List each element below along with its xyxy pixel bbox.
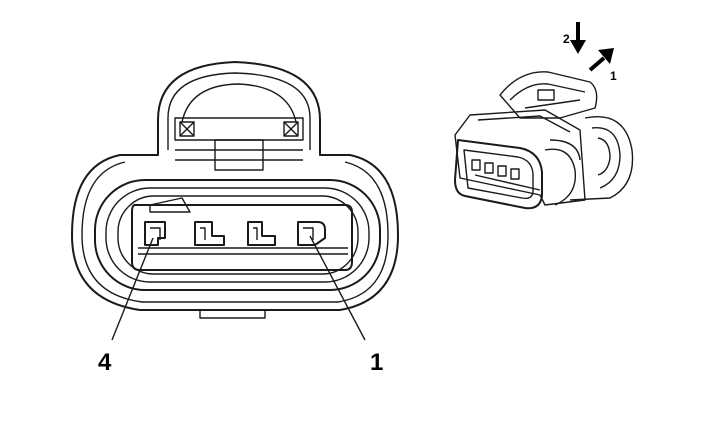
latch-inner-arch (181, 83, 297, 123)
callout-label-1: 1 (370, 349, 383, 376)
seal-ring-middle (105, 187, 370, 283)
latch-tab-left (179, 121, 195, 137)
seal-ring-outer (94, 179, 381, 291)
callout-label-4: 4 (98, 349, 112, 376)
iso-rear-housing (569, 116, 634, 201)
arrow-down-icon (570, 22, 586, 54)
latch-arch (167, 72, 311, 150)
pin-1 (297, 221, 326, 246)
iso-latch (499, 71, 598, 119)
connector-front-view: 4 1 (71, 61, 399, 376)
latch-tab-right (283, 121, 299, 137)
leader-line-pin-1 (309, 235, 366, 341)
connector-outer-shell-inner-line (81, 161, 389, 303)
polarization-key (149, 197, 191, 213)
seal-ring-inner (117, 195, 359, 275)
pin-2 (247, 221, 276, 246)
latch-key (214, 139, 264, 171)
arrow-label-2: 2 (563, 32, 570, 46)
connector-iso-view: 2 1 (454, 22, 634, 210)
leader-line-pin-4 (111, 237, 154, 341)
bottom-tab (199, 310, 266, 319)
pin-4 (144, 221, 166, 246)
iso-front-face (454, 139, 543, 210)
terminal-cavity-frame (131, 204, 353, 271)
pin-3 (194, 221, 225, 246)
connector-outer-shell (71, 61, 399, 311)
arrow-diagonal-up-right-icon (588, 48, 614, 72)
arrow-label-1: 1 (610, 69, 617, 83)
iso-pin-cavities (471, 159, 520, 180)
